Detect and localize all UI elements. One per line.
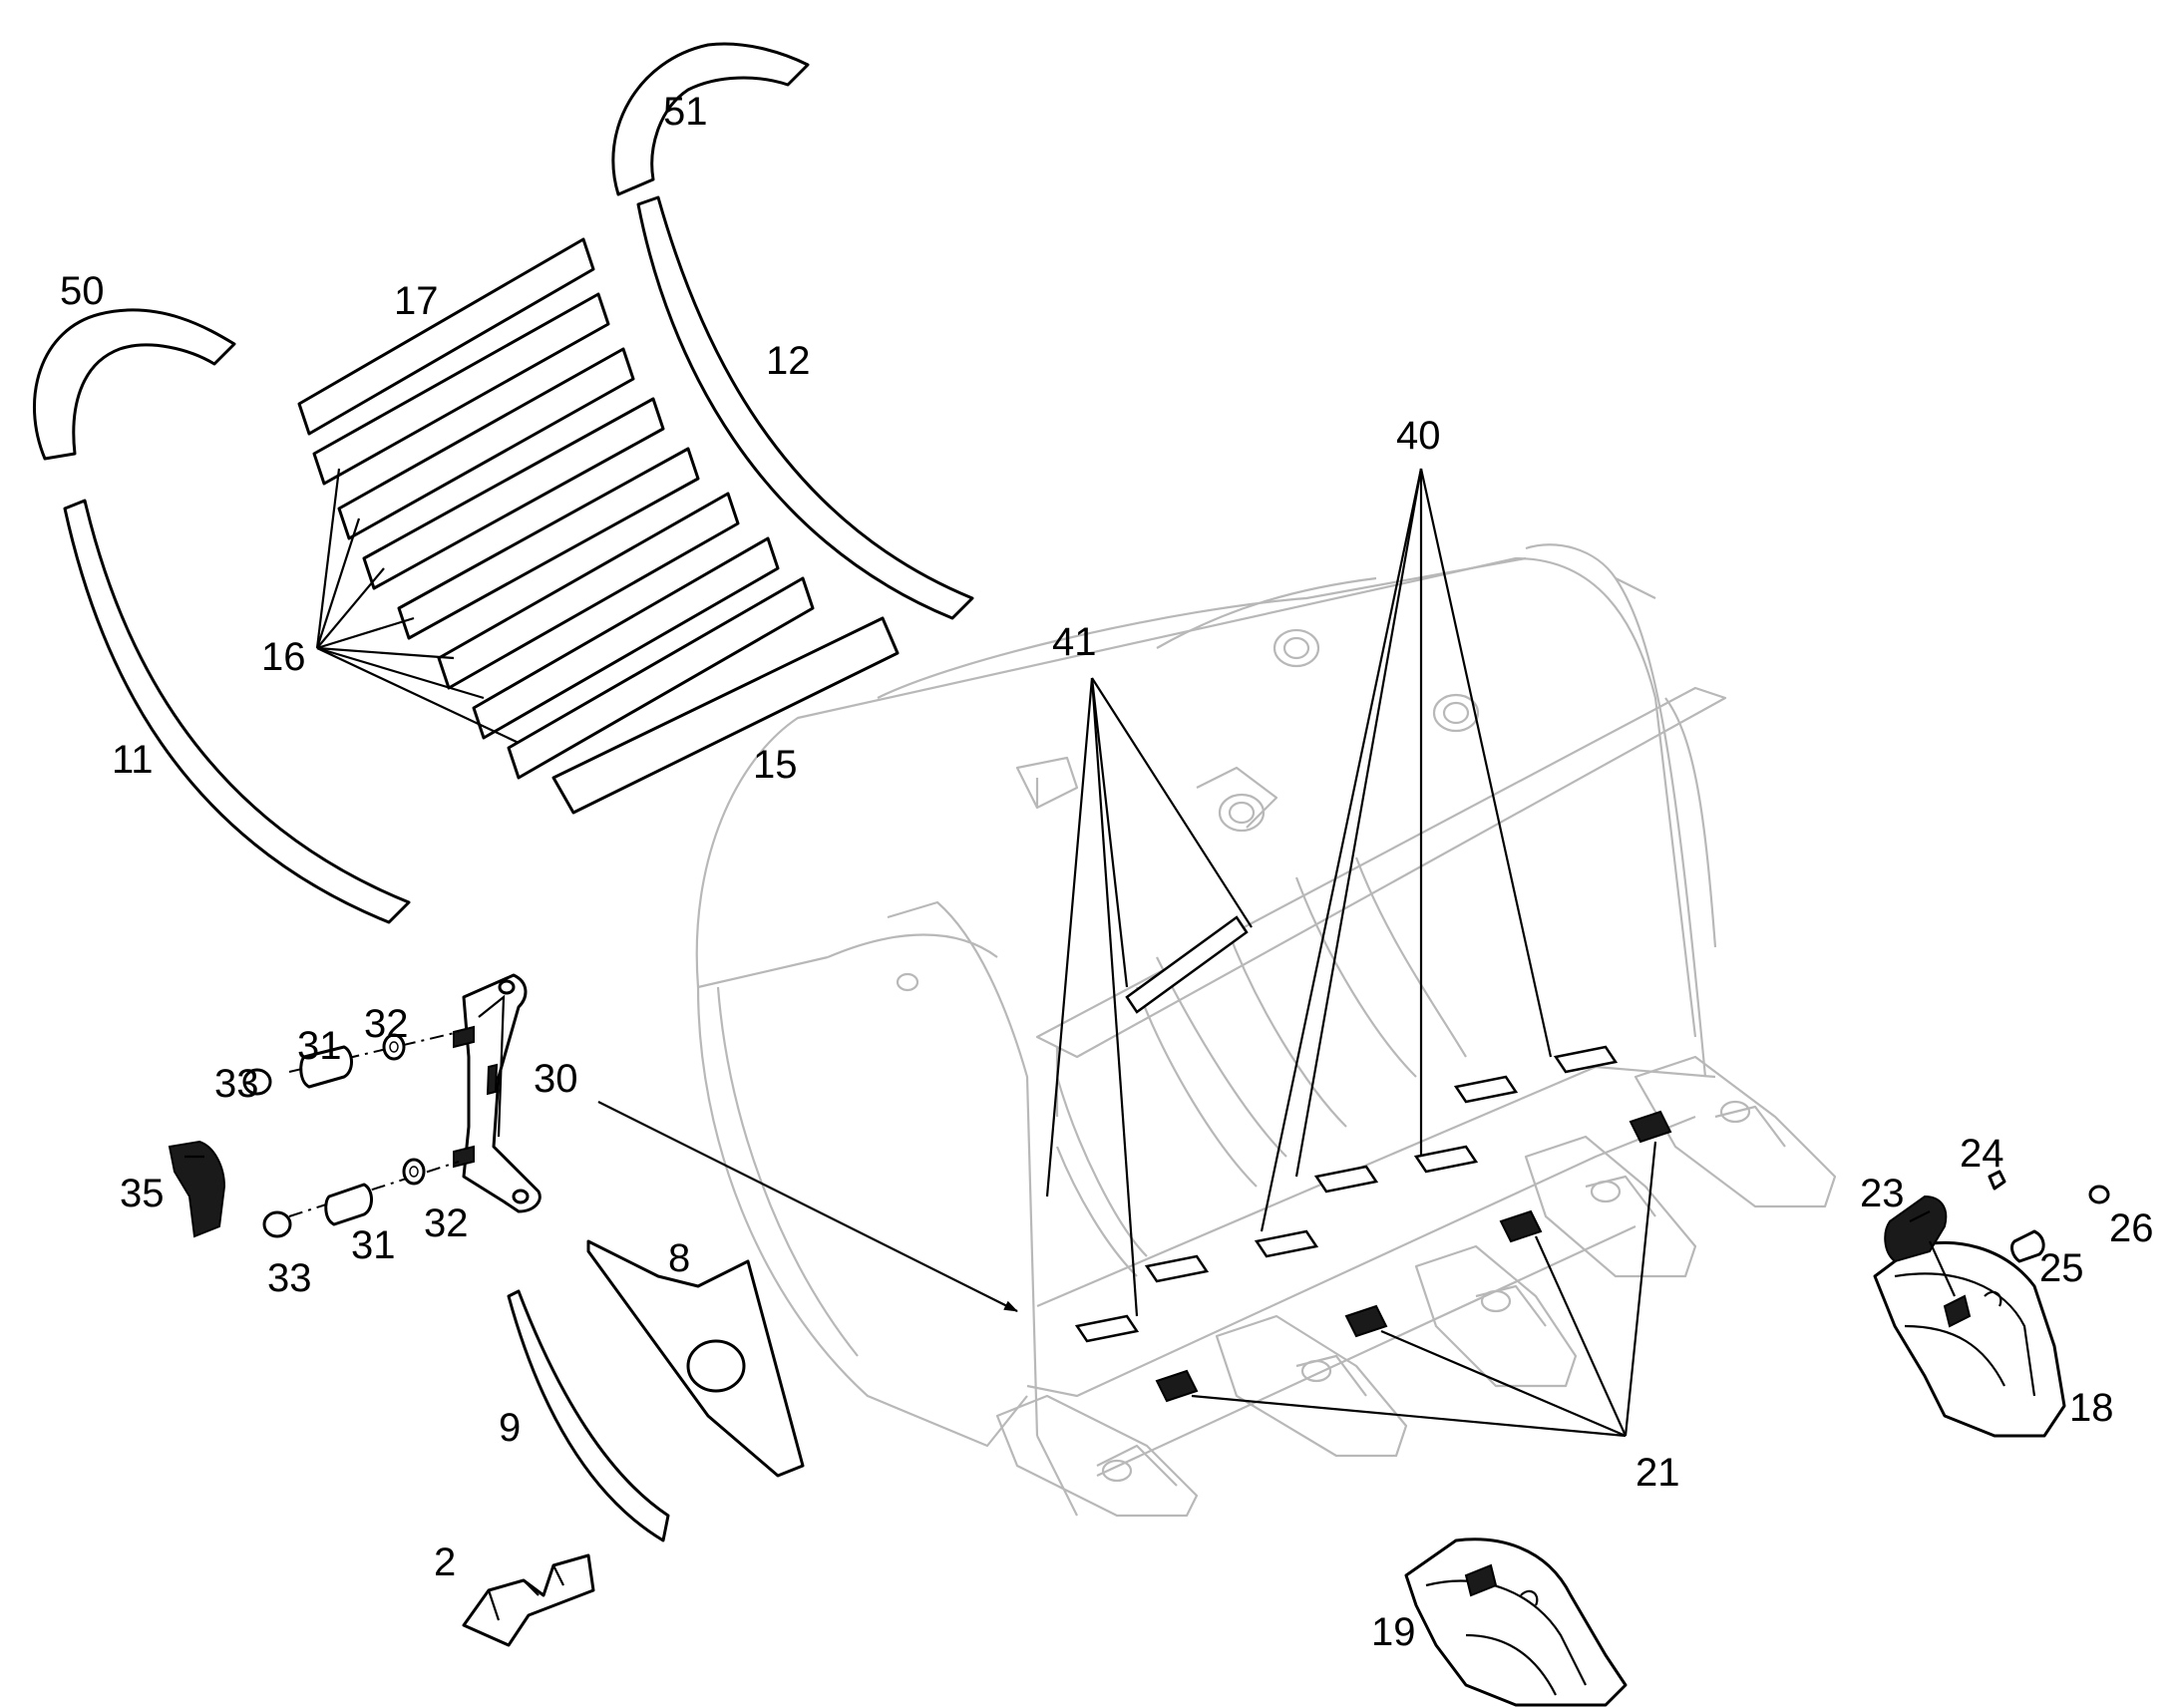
label-24: 24 — [1960, 1132, 2004, 1176]
part-11-curved-strip — [63, 499, 411, 924]
plates-15-16-17 — [297, 237, 900, 815]
label-50: 50 — [60, 269, 105, 313]
part-18-tooth-tip — [1873, 1240, 2066, 1438]
label-18: 18 — [2069, 1386, 2114, 1430]
parts-23-26-retainer — [1884, 1170, 2110, 1297]
retainer-clips-21 — [1155, 1110, 1672, 1403]
bucket-wear-strips — [1074, 915, 1619, 1343]
label-31-bottom: 31 — [351, 1223, 396, 1267]
label-9: 9 — [499, 1406, 521, 1450]
label-30: 30 — [534, 1057, 578, 1101]
part-2-block — [462, 1553, 595, 1647]
part-19-tooth-tip — [1404, 1537, 1628, 1707]
label-40: 40 — [1396, 414, 1441, 458]
part-51-arc-plate — [611, 42, 810, 196]
pins-31-32-33 — [242, 1031, 460, 1238]
label-19: 19 — [1371, 1610, 1416, 1654]
part-12-curved-strip — [636, 195, 974, 620]
label-8: 8 — [668, 1236, 690, 1280]
label-15: 15 — [753, 743, 798, 787]
part-50-arc-plate — [33, 308, 236, 461]
part-9-curved-strip — [507, 1289, 670, 1542]
label-33-bottom: 33 — [267, 1256, 312, 1300]
label-35: 35 — [120, 1172, 165, 1215]
leader-lines — [315, 468, 1657, 1438]
label-21: 21 — [1635, 1451, 1680, 1495]
part-labels: 51 50 17 12 16 11 15 40 41 32 31 33 30 3… — [60, 90, 2154, 1654]
label-2: 2 — [434, 1540, 456, 1584]
label-16: 16 — [261, 635, 306, 679]
label-11: 11 — [112, 738, 154, 782]
label-25: 25 — [2039, 1246, 2084, 1290]
part-30-side-bar — [453, 973, 542, 1213]
label-51: 51 — [663, 90, 708, 134]
label-32-top: 32 — [364, 1002, 409, 1046]
part-35-lock — [168, 1140, 226, 1238]
label-31-top: 31 — [297, 1024, 342, 1068]
label-17: 17 — [394, 279, 439, 323]
label-26: 26 — [2109, 1206, 2154, 1250]
label-23: 23 — [1860, 1172, 1905, 1215]
label-32-bottom: 32 — [424, 1201, 469, 1245]
label-12: 12 — [766, 339, 811, 383]
part-8-gusset — [586, 1239, 805, 1478]
label-41: 41 — [1052, 620, 1097, 664]
label-33-top: 33 — [214, 1062, 259, 1106]
bucket-teeth — [995, 1055, 1837, 1518]
